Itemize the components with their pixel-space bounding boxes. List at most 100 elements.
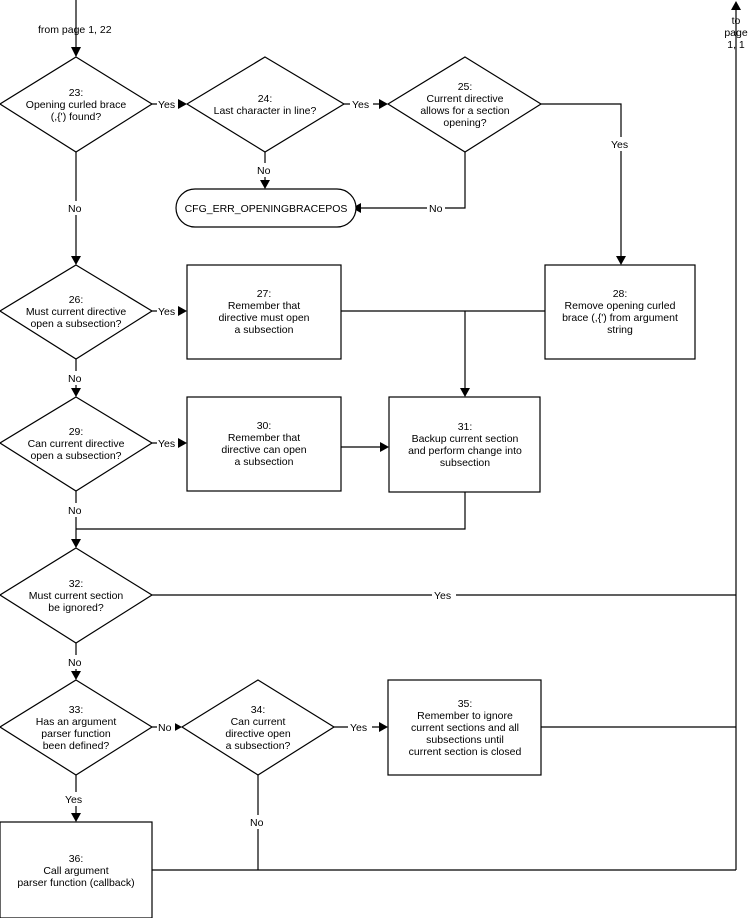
node-26-text-line: 26: (69, 294, 84, 306)
arrowhead (71, 47, 81, 57)
process-27 (186, 264, 342, 360)
edge-label-26-29: No (68, 373, 82, 385)
process-36 (0, 821, 153, 918)
arrowhead (71, 388, 81, 397)
arrowhead (71, 256, 81, 265)
arrowhead (178, 306, 187, 316)
to-page-ref-line: page (724, 27, 748, 39)
node-27-text-line: directive must open (218, 312, 309, 324)
decision-33 (0, 679, 154, 776)
node-30-text-line: a subsection (235, 456, 294, 468)
process-35 (387, 679, 542, 776)
edge-label-25-err: No (429, 203, 443, 215)
node-36-text-line: Call argument (43, 865, 108, 877)
node-35-text-line: 35: (458, 698, 473, 710)
node-35-text-line: current section is closed (409, 746, 522, 758)
arrowheads (71, 1, 741, 822)
arrowhead (380, 442, 389, 452)
node-26-text-line: Must current directive (26, 306, 127, 318)
node-30-text-line: 30: (257, 420, 272, 432)
node-32-text-line: Must current section (29, 590, 124, 602)
node-29-text-line: Can current directive (28, 438, 125, 450)
node-28-text-line: brace (,{') from argument (562, 312, 678, 324)
connector-25-err (356, 152, 466, 209)
node-23-text: 23:Opening curled brace(,{') found? (26, 87, 127, 123)
process-31 (388, 396, 541, 493)
edge-label-29-30: Yes (158, 438, 175, 450)
arrowhead (178, 99, 187, 109)
node-33-text-line: been defined? (43, 740, 110, 752)
process-30 (186, 396, 342, 492)
arrowhead (731, 1, 741, 10)
node-34-text-line: directive open (225, 728, 291, 740)
edge-label-24-err: No (257, 165, 271, 177)
edge-label-34-35: Yes (350, 722, 367, 734)
node-29-text-line: 29: (69, 426, 84, 438)
node-25-text-line: opening? (443, 117, 486, 129)
node-32-text-line: 32: (69, 578, 84, 590)
error-text: CFG_ERR_OPENINGBRACEPOS (185, 203, 348, 215)
to-page-ref-line: to (732, 15, 741, 27)
node-31-text-line: subsection (440, 457, 490, 469)
node-27-text-line: a subsection (235, 324, 294, 336)
node-29-text-line: open a subsection? (30, 450, 121, 462)
node-35-text-line: subsections until (426, 734, 504, 746)
error-text-line: CFG_ERR_OPENINGBRACEPOS (185, 203, 348, 215)
node-23-text-line: 23: (69, 87, 84, 99)
connector-31-32 (76, 492, 466, 530)
decision-24 (185, 56, 346, 153)
from-page-ref: from page 1, 22 (38, 24, 112, 36)
node-36-text-line: 36: (69, 853, 84, 865)
node-35-text-line: Remember to ignore (417, 710, 513, 722)
arrowhead (71, 539, 81, 548)
node-30-text-line: directive can open (221, 444, 306, 456)
node-32-text-line: be ignored? (48, 602, 104, 614)
node-31-text-line: 31: (458, 421, 473, 433)
node-26-text-line: open a subsection? (30, 318, 121, 330)
edge-label-24-25: Yes (352, 99, 369, 111)
connector-25-28 (541, 103, 622, 258)
arrowhead (71, 813, 81, 822)
arrowhead (173, 722, 182, 732)
decision-26 (0, 264, 154, 360)
node-35-text-line: current sections and all (411, 722, 519, 734)
shapes (0, 56, 696, 918)
node-23-text-line: (,{') found? (51, 111, 102, 123)
decision-25 (386, 56, 543, 153)
edge-label-33-36: Yes (65, 794, 82, 806)
node-28-text-line: Remove opening curled (565, 300, 676, 312)
arrowhead (616, 256, 626, 265)
node-30-text-line: Remember that (228, 432, 300, 444)
edge-label-32-33: No (68, 657, 82, 669)
decision-23 (0, 56, 154, 153)
node-23-text-line: Opening curled brace (26, 99, 127, 111)
node-27-text-line: Remember that (228, 300, 300, 312)
arrowhead (71, 671, 81, 680)
edge-label-25-28: Yes (611, 139, 628, 151)
to-page-ref-line: 1, 1 (727, 39, 745, 51)
node-24-text-line: Last character in line? (214, 105, 317, 117)
node-24-text-line: 24: (258, 93, 273, 105)
error-terminator (175, 188, 357, 228)
edge-label-29-32: No (68, 505, 82, 517)
node-33-text-line: parser function (41, 728, 111, 740)
node-25-text-line: Current directive (426, 93, 503, 105)
node-33-text-line: 33: (69, 704, 84, 716)
process-28 (544, 264, 696, 360)
node-labels: 23:Opening curled brace(,{') found? 24:L… (17, 81, 678, 889)
edge-label-23-26: No (68, 203, 82, 215)
node-31-text-line: and perform change into (408, 445, 522, 457)
arrowhead (460, 388, 470, 397)
edge-label-23-24: Yes (158, 99, 175, 111)
node-25-text-line: 25: (458, 81, 473, 93)
